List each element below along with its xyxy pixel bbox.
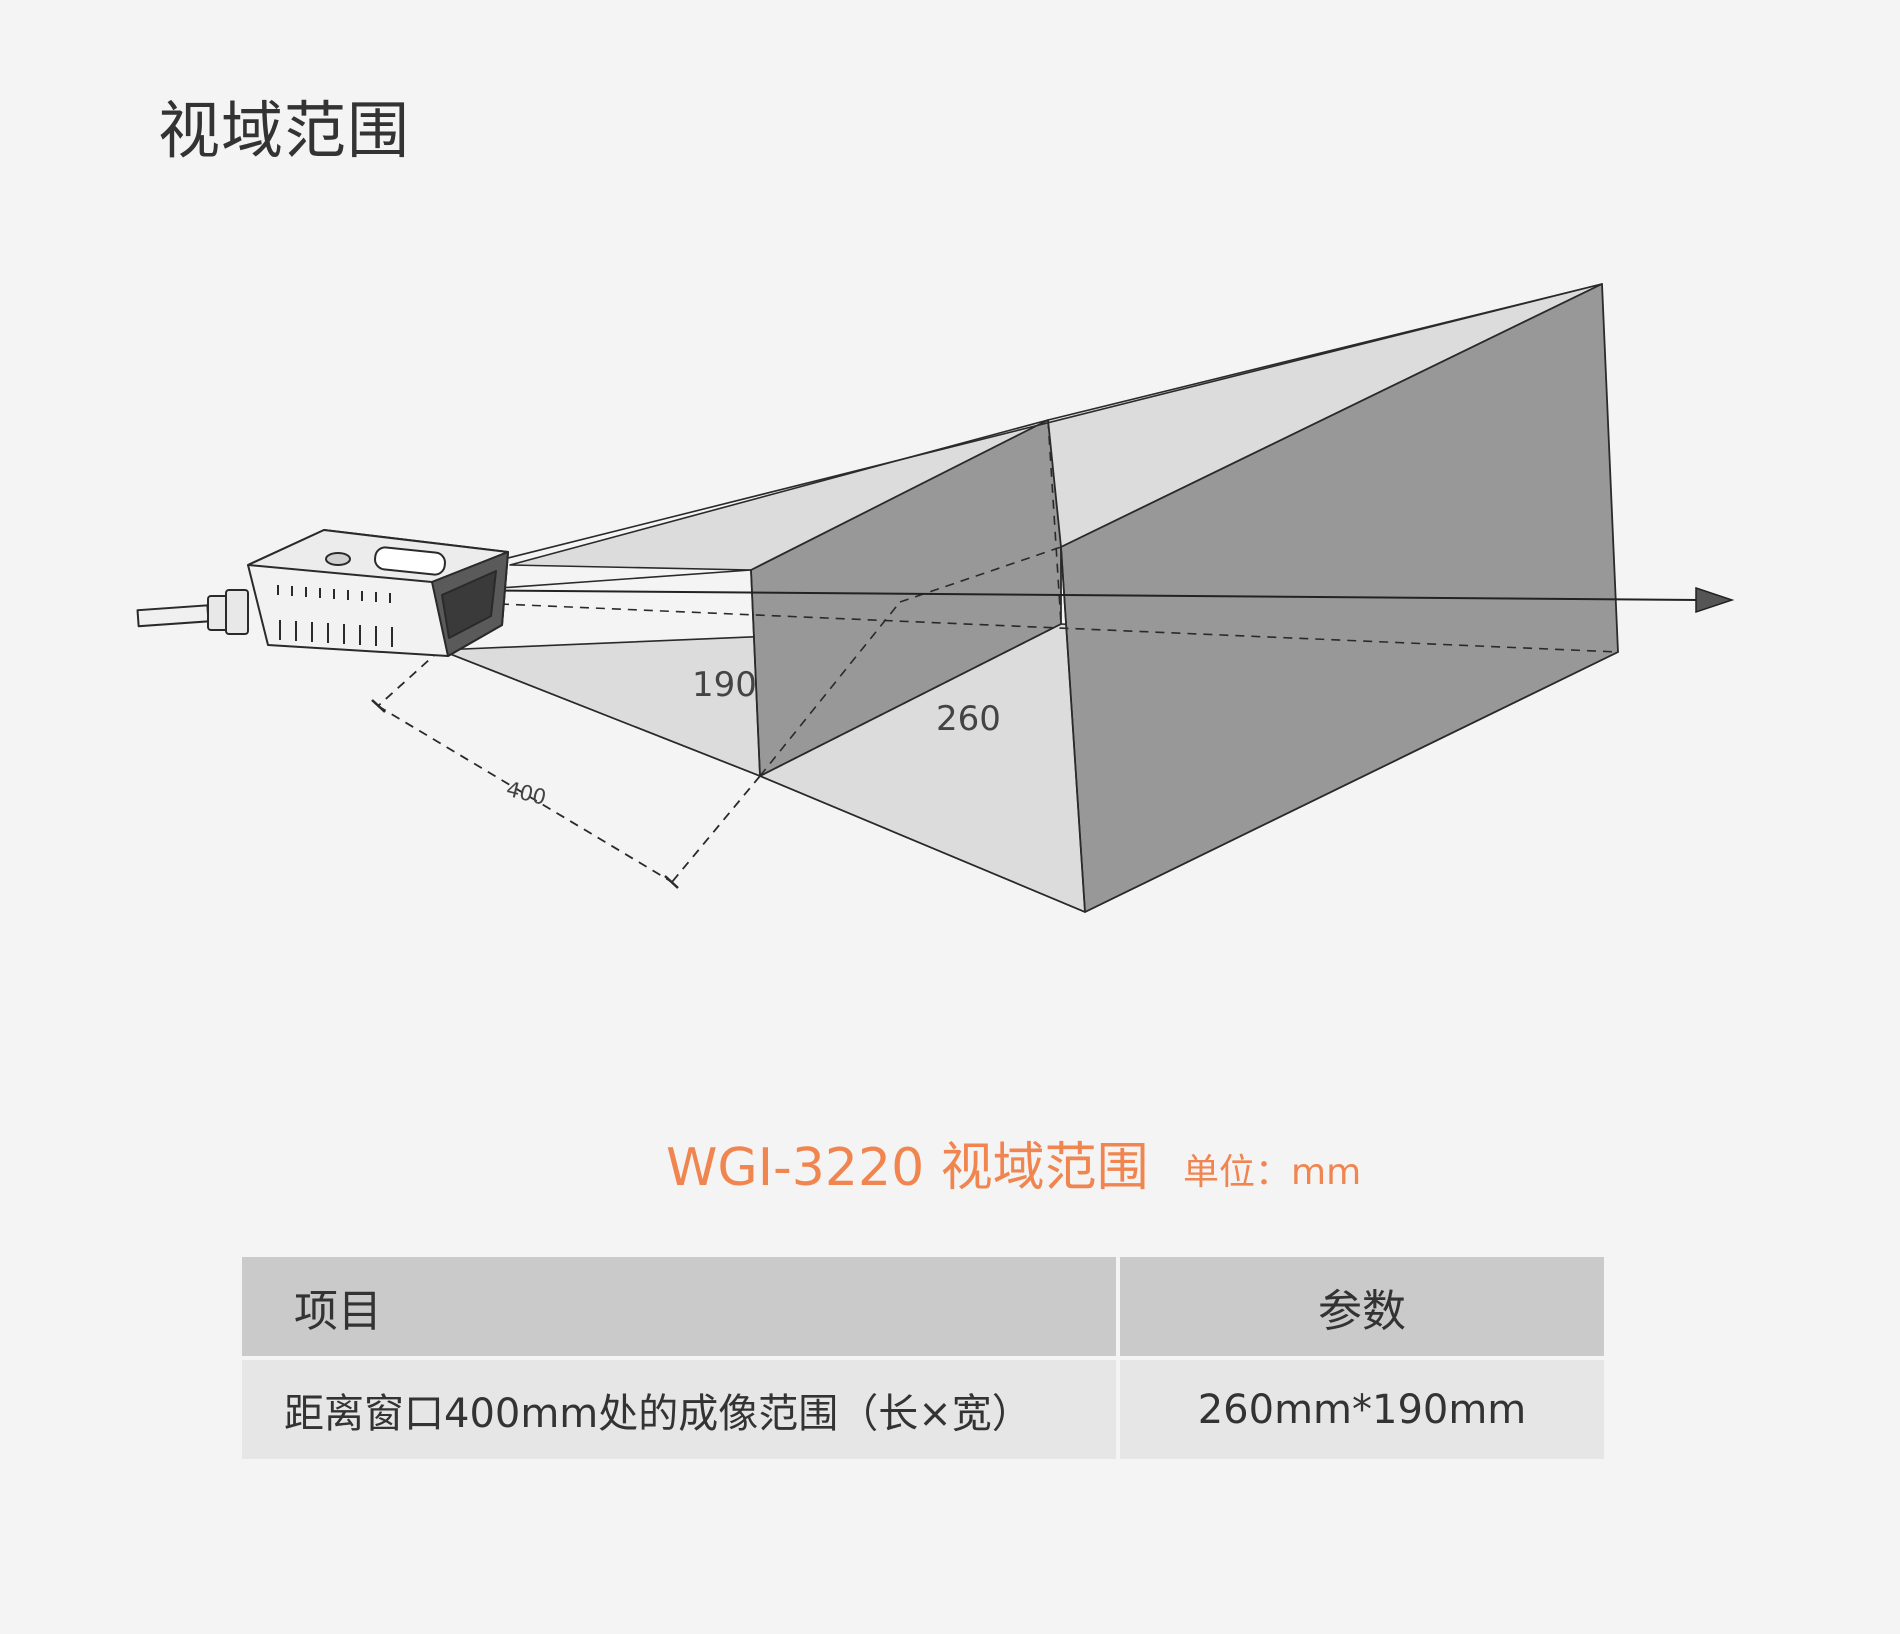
optical-axis-arrow — [429, 586, 1735, 614]
fov-dark-faces — [750, 283, 1619, 913]
table-cell-value: 260mm*190mm — [1116, 1358, 1604, 1459]
height-dimension-label: 190 — [692, 665, 757, 705]
fov-frustum-light-faces — [439, 283, 1619, 913]
distance-dimension-ticks — [371, 699, 679, 889]
table-header-param: 参数 — [1116, 1257, 1604, 1358]
near-plane-face — [750, 419, 1062, 777]
caption-bar: WGI-3220 视域范围 单位：mm — [0, 1125, 1900, 1198]
unit-label: 单位：mm — [1183, 1152, 1362, 1193]
table-cell-item: 距离窗口400mm处的成像范围（长×宽） — [242, 1358, 1118, 1459]
scanner-device — [136, 529, 509, 657]
table-header-item: 项目 — [242, 1257, 1118, 1358]
fov-top-face — [509, 283, 1603, 571]
fov-hidden-edges — [499, 419, 1619, 777]
width-dimension-label: 260 — [936, 699, 1001, 739]
fov-edges — [439, 283, 1603, 913]
table-header-row: 项目 参数 — [242, 1257, 1604, 1358]
distance-dimension-label: 400 — [504, 777, 549, 810]
distance-dimension — [377, 649, 761, 883]
page-title: 视域范围 — [158, 94, 411, 167]
fov-bottom-face — [439, 623, 1619, 913]
far-plane-face — [1060, 283, 1619, 913]
table-row: 距离窗口400mm处的成像范围（长×宽） 260mm*190mm — [242, 1358, 1604, 1459]
caption-title: WGI-3220 视域范围 — [666, 1138, 1149, 1198]
spec-table: 项目 参数 距离窗口400mm处的成像范围（长×宽） 260mm*190mm — [242, 1257, 1604, 1459]
